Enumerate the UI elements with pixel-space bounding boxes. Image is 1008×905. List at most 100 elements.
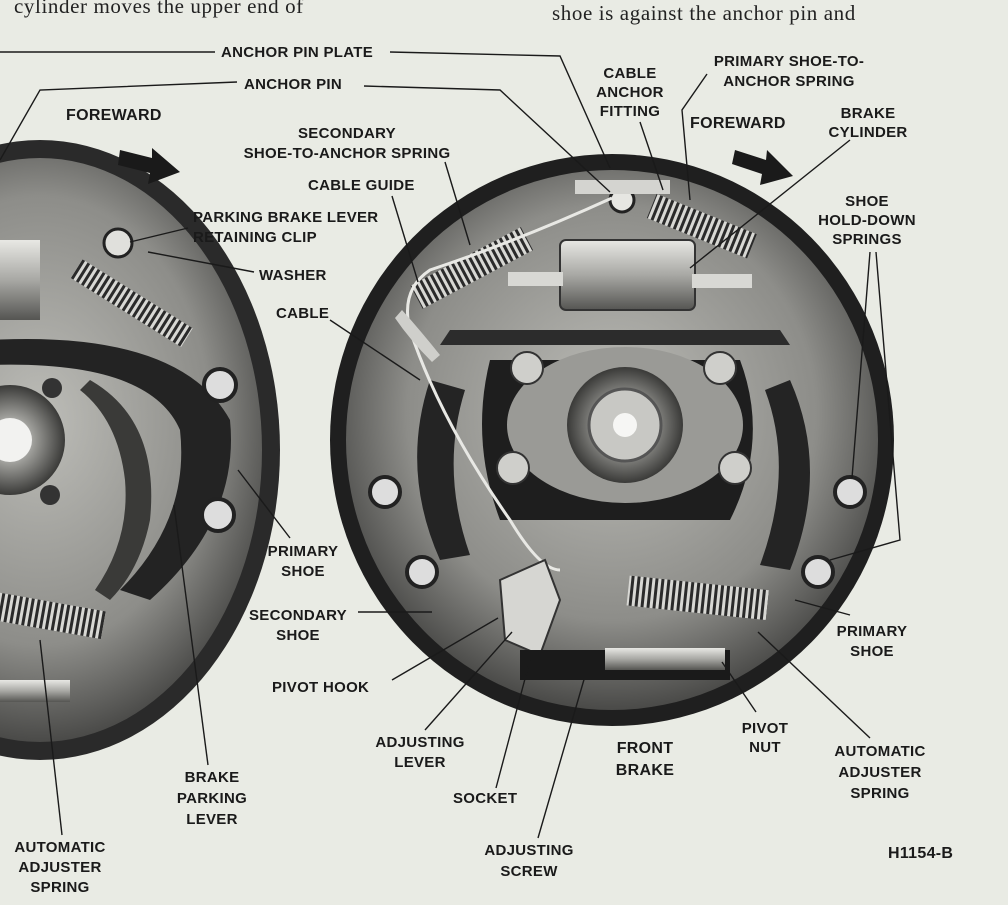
lead-secondary-spring — [444, 161, 471, 246]
lead-hold-down-2 — [829, 251, 901, 561]
label-washer: WASHER — [259, 267, 327, 284]
front-hold-down-right-top — [833, 475, 867, 509]
lead-primary-shoe-right — [794, 599, 851, 616]
rear-adjusting-screw — [0, 680, 70, 702]
label-primary-shoe-left-1: PRIMARY — [268, 543, 339, 560]
front-cable-guide — [395, 310, 440, 362]
lead-cable-guide — [391, 195, 419, 283]
rear-adjuster-spring — [0, 591, 106, 640]
label-cable-anchor-1: CABLE — [603, 65, 656, 82]
lead-brake-cylinder — [689, 139, 851, 269]
label-front-brake-1: FRONT — [617, 740, 674, 757]
front-hold-down-right-bottom — [801, 555, 835, 589]
label-adjusting-lever-1: ADJUSTING — [375, 734, 464, 751]
lead-cable-anchor — [639, 121, 664, 191]
front-hold-down-left-top — [368, 475, 402, 509]
rear-hold-down-bottom — [200, 497, 236, 533]
label-auto-adjuster-right-3: SPRING — [850, 785, 909, 802]
rear-stud-top — [42, 378, 62, 398]
label-adjusting-screw-1: ADJUSTING — [484, 842, 573, 859]
front-adjusting-lever — [498, 558, 562, 657]
front-cylinder-push-rod-left — [508, 272, 563, 286]
lead-auto-adjuster-left — [39, 639, 63, 836]
label-primary-shoe-right-1: PRIMARY — [837, 623, 908, 640]
header-text-right: shoe is against the anchor pin and — [552, 1, 856, 25]
label-hold-down-3: SPRINGS — [832, 231, 902, 248]
rear-primary-shoe — [0, 339, 231, 600]
label-foreward-right: FOREWARD — [690, 115, 786, 132]
front-secondary-shoe — [417, 380, 470, 560]
label-pivot-nut-2: NUT — [749, 739, 781, 756]
label-auto-adjuster-left-3: SPRING — [30, 879, 89, 896]
label-auto-adjuster-left-2: ADJUSTER — [18, 859, 101, 876]
front-cylinder-push-rod-right — [692, 274, 752, 288]
front-shoe-web-top — [440, 330, 790, 345]
label-parking-clip-2: RETAINING CLIP — [193, 229, 317, 246]
header-text-left: cylinder moves the upper end of — [14, 0, 304, 18]
label-primary-shoe-right-2: SHOE — [850, 643, 894, 660]
label-adjusting-screw-2: SCREW — [500, 863, 558, 880]
rear-wheel-cylinder — [0, 240, 40, 320]
label-brake-cylinder-1: BRAKE — [841, 105, 896, 122]
label-foreward-left: FOREWARD — [66, 107, 162, 124]
label-pivot-nut-1: PIVOT — [742, 720, 789, 737]
lead-pivot-nut — [721, 661, 757, 713]
label-cable-anchor-2: ANCHOR — [596, 84, 664, 101]
foreward-arrow-right — [732, 150, 793, 185]
front-stud-1 — [510, 351, 544, 385]
label-adjusting-lever-2: LEVER — [394, 754, 446, 771]
label-secondary-spring-2: SHOE-TO-ANCHOR SPRING — [244, 145, 451, 162]
lead-hold-down-1 — [851, 251, 871, 479]
lead-socket — [495, 659, 531, 789]
lead-anchor-pin-plate-right — [389, 51, 611, 169]
lead-primary-shoe-left — [237, 469, 291, 539]
label-auto-adjuster-left-1: AUTOMATIC — [14, 839, 105, 856]
front-brake-assembly — [330, 154, 894, 726]
rear-hold-down-top — [202, 367, 238, 403]
label-secondary-spring-1: SECONDARY — [298, 125, 396, 142]
label-anchor-pin-plate: ANCHOR PIN PLATE — [221, 44, 373, 61]
front-hold-down-left-bottom — [405, 555, 439, 589]
lead-primary-spring — [681, 73, 708, 201]
rear-stud-bottom — [40, 485, 60, 505]
label-front-brake-2: BRAKE — [616, 762, 674, 779]
front-adjusting-screw — [605, 648, 725, 670]
label-primary-shoe-left-2: SHOE — [281, 563, 325, 580]
label-brake-parking-lever-3: LEVER — [186, 811, 238, 828]
label-auto-adjuster-right-1: AUTOMATIC — [834, 743, 925, 760]
label-brake-cylinder-2: CYLINDER — [828, 124, 907, 141]
label-anchor-pin: ANCHOR PIN — [244, 76, 342, 93]
label-auto-adjuster-right-2: ADJUSTER — [838, 764, 921, 781]
lead-cable — [329, 319, 421, 381]
labels: ANCHOR PIN PLATE ANCHOR PIN FOREWARD FOR… — [14, 44, 953, 896]
lead-brake-parking-lever — [173, 504, 209, 766]
lead-anchor-pin-right — [363, 85, 611, 193]
label-cable-guide: CABLE GUIDE — [308, 177, 415, 194]
front-stud-3 — [496, 451, 530, 485]
label-pivot-hook: PIVOT HOOK — [272, 679, 369, 696]
rear-parking-lever — [80, 380, 152, 600]
front-hub-center — [613, 413, 637, 437]
front-stud-2 — [703, 351, 737, 385]
rear-hub — [0, 385, 65, 495]
foreward-arrow-left — [118, 148, 180, 184]
leader-lines — [0, 51, 901, 839]
lead-washer — [147, 251, 255, 273]
rear-anchor-spring — [70, 259, 193, 347]
label-brake-parking-lever-1: BRAKE — [185, 769, 240, 786]
front-stud-4 — [718, 451, 752, 485]
lead-adjusting-screw — [537, 651, 593, 839]
label-secondary-shoe-2: SHOE — [276, 627, 320, 644]
lead-anchor-pin-left — [0, 81, 238, 161]
label-parking-clip-1: PARKING BRAKE LEVER — [193, 209, 378, 226]
label-primary-spring-2: ANCHOR SPRING — [723, 73, 854, 90]
lead-parking-clip — [129, 227, 189, 243]
label-cable: CABLE — [276, 305, 329, 322]
front-secondary-spring — [410, 227, 534, 309]
front-anchor-pin-plate — [575, 180, 670, 194]
lead-auto-adjuster-right — [757, 631, 871, 739]
lead-pivot-hook — [391, 617, 499, 681]
rear-hub-center — [0, 418, 32, 462]
